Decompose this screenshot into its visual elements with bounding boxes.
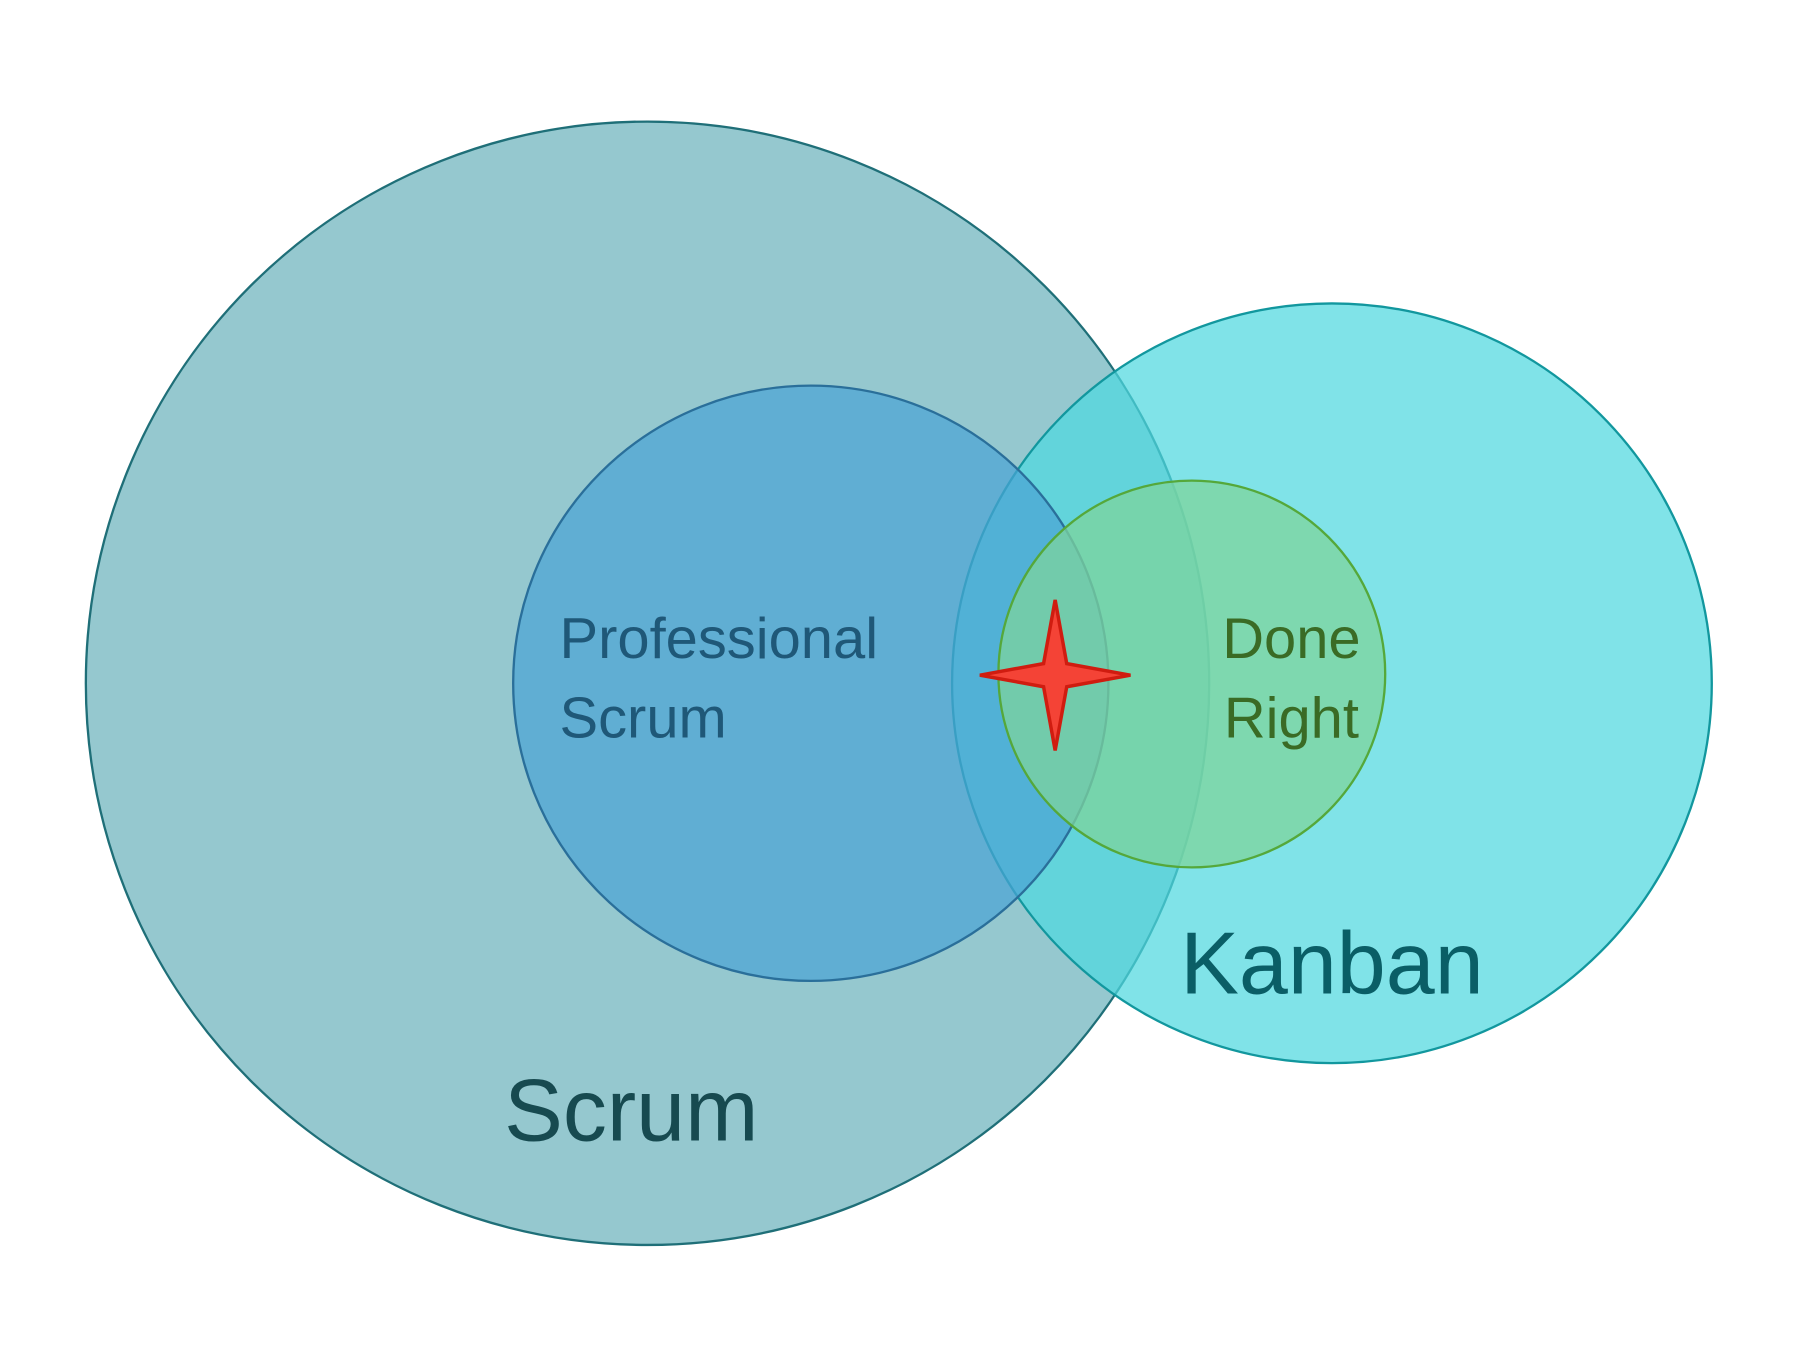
- professional-scrum-label-line2: Scrum: [559, 687, 726, 751]
- done-right-label-line2: Right: [1224, 687, 1359, 751]
- kanban-label: Kanban: [1180, 914, 1483, 1013]
- scrum-label: Scrum: [504, 1061, 758, 1160]
- done-right-label-line1: Done: [1222, 607, 1360, 671]
- four-point-star-icon: [979, 599, 1131, 751]
- professional-scrum-label-line1: Professional: [559, 607, 878, 671]
